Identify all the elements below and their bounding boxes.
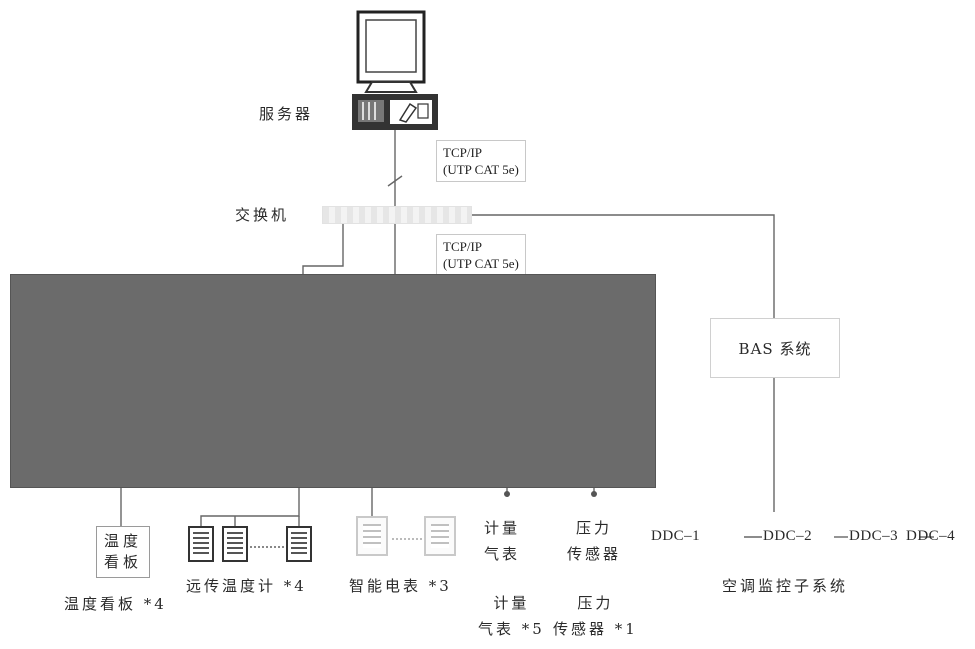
- remote-thermometer-caption: 远传温度计 *4: [186, 577, 307, 595]
- gas-meter-caption-line2: 气表 *5: [478, 620, 545, 638]
- ddc-2: DDC–2: [763, 528, 813, 544]
- ddc-1: DDC–1: [651, 528, 701, 544]
- gas-meter-caption: 计量 气表 *5: [478, 590, 545, 642]
- remote-thermometer-1: [188, 526, 214, 562]
- pressure-connector: [591, 491, 597, 497]
- pressure-sensor-line2: 传感器: [567, 545, 622, 563]
- remote-thermometer-2: [222, 526, 248, 562]
- bas-system-box: BAS 系统: [710, 318, 840, 378]
- gas-meter-caption-line1: 计量: [493, 594, 530, 612]
- ac-subsystem-label: 空调监控子系统: [722, 577, 849, 595]
- smart-meter-1: [356, 516, 388, 556]
- ddc-3: DDC–3: [849, 528, 899, 544]
- pressure-sensor-line1: 压力: [576, 519, 613, 537]
- upper-link-label: TCP/IP (UTP CAT 5e): [436, 140, 526, 182]
- server-label: 服务器: [259, 105, 314, 123]
- panel-thermo-link: [200, 486, 300, 526]
- pressure-sensor-caption-line1: 压力: [577, 594, 614, 612]
- temperature-board: 温度 看板: [96, 526, 150, 578]
- switch-label: 交换机: [235, 206, 290, 224]
- lower-link-cable: (UTP CAT 5e): [443, 256, 519, 271]
- smart-meter-2: [424, 516, 456, 556]
- server-computer-icon: [352, 10, 438, 130]
- switch-bas-link: [470, 214, 775, 318]
- pressure-sensor-caption: 压力 传感器 *1: [553, 590, 638, 642]
- gas-meter-box: 计量 气表: [484, 515, 520, 567]
- gas-meter-line2: 气表: [484, 545, 521, 563]
- ddc-4: DDC–4: [906, 528, 956, 544]
- lower-link-protocol: TCP/IP: [443, 239, 483, 254]
- smart-meter-caption: 智能电表 *3: [349, 577, 452, 595]
- temp-board-caption: 温度看板 *4: [64, 595, 167, 613]
- smart-meter-ellipsis: [392, 538, 422, 540]
- pressure-sensor-box: 压力 传感器: [567, 515, 621, 567]
- remote-thermometer-3: [286, 526, 312, 562]
- gasmeter-connector: [504, 491, 510, 497]
- monitoring-panel: [10, 274, 656, 488]
- gas-meter-line1: 计量: [484, 519, 521, 537]
- lower-link-label: TCP/IP (UTP CAT 5e): [436, 234, 526, 276]
- thermometer-ellipsis: [250, 546, 284, 548]
- temp-board-line2: 看板: [103, 553, 142, 571]
- bas-system-label: BAS 系统: [738, 339, 812, 358]
- switch-panel-left-link: [302, 220, 344, 274]
- network-switch: [322, 206, 472, 224]
- upper-link-protocol: TCP/IP: [443, 145, 483, 160]
- link-slash-mark: [387, 175, 403, 187]
- pressure-sensor-caption-line2: 传感器 *1: [553, 620, 638, 638]
- temp-board-line1: 温度: [103, 532, 142, 550]
- upper-link-cable: (UTP CAT 5e): [443, 162, 519, 177]
